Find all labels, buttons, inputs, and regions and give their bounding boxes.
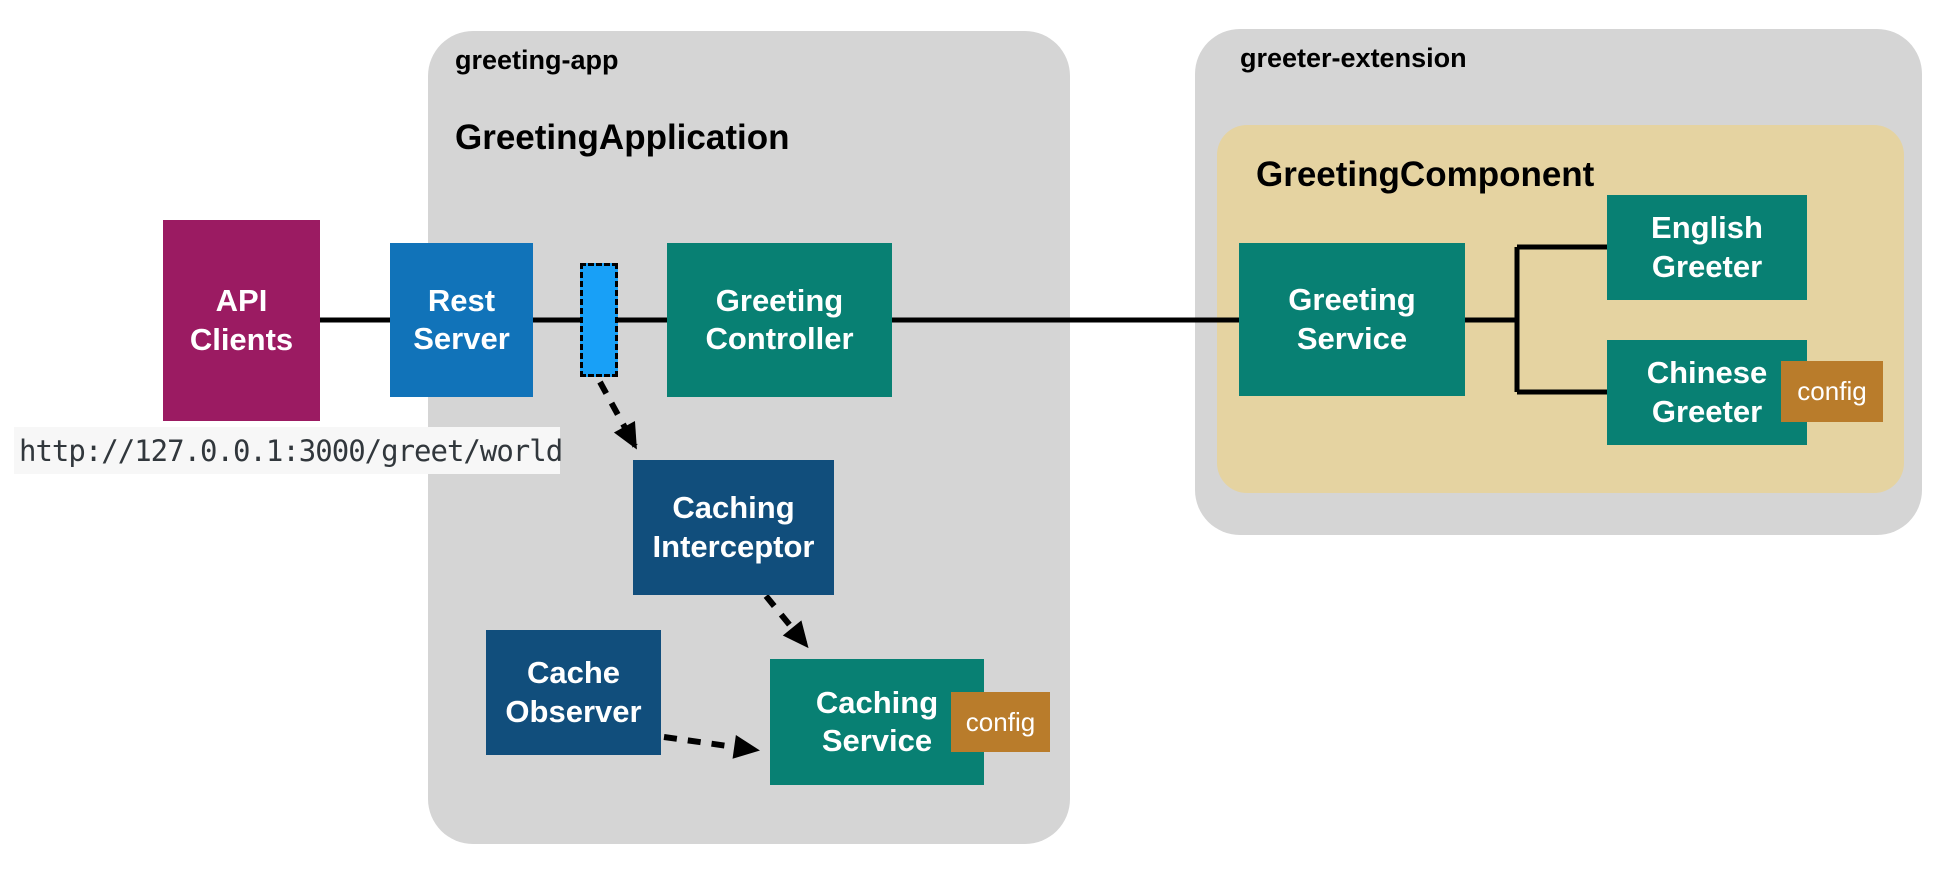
chinese-greeter-label: Chinese Greeter	[1646, 355, 1768, 429]
greeting-controller-label: Greeting Controller	[705, 282, 854, 356]
config-badge-label: config	[1797, 376, 1867, 406]
rest-server-node: Rest Server	[390, 243, 533, 397]
interceptor-slot-node	[580, 263, 618, 377]
english-greeter-label: English Greeter	[1651, 210, 1763, 284]
cache-observer-label: Cache Observer	[505, 655, 642, 729]
rest-server-label: Rest Server	[413, 282, 510, 356]
caching-interceptor-node: Caching Interceptor	[633, 460, 834, 595]
greeting-component-title: GreetingComponent	[1256, 155, 1595, 194]
caching-service-config-badge: config	[951, 692, 1050, 752]
api-clients-label: API Clients	[189, 283, 294, 357]
greeter-extension-package-label: greeter-extension	[1240, 43, 1467, 73]
request-url-text: http://127.0.0.1:3000/greet/world	[19, 433, 563, 468]
chinese-greeter-node: Chinese Greeter	[1607, 340, 1807, 445]
english-greeter-node: English Greeter	[1607, 195, 1807, 300]
caching-service-node: Caching Service	[770, 659, 984, 785]
greeting-controller-node: Greeting Controller	[667, 243, 892, 397]
caching-interceptor-label: Caching Interceptor	[652, 490, 815, 564]
chinese-greeter-config-badge: config	[1781, 361, 1883, 422]
request-url-chip: http://127.0.0.1:3000/greet/world	[14, 427, 563, 474]
api-clients-node: API Clients	[163, 220, 320, 421]
cache-observer-node: Cache Observer	[486, 630, 661, 755]
greeting-service-node: Greeting Service	[1239, 243, 1465, 396]
greeting-application-title: GreetingApplication	[455, 118, 790, 157]
greeting-service-label: Greeting Service	[1288, 282, 1416, 356]
caching-service-label: Caching Service	[815, 684, 939, 758]
greeting-app-package-label: greeting-app	[455, 45, 619, 75]
config-badge-label: config	[965, 706, 1036, 737]
